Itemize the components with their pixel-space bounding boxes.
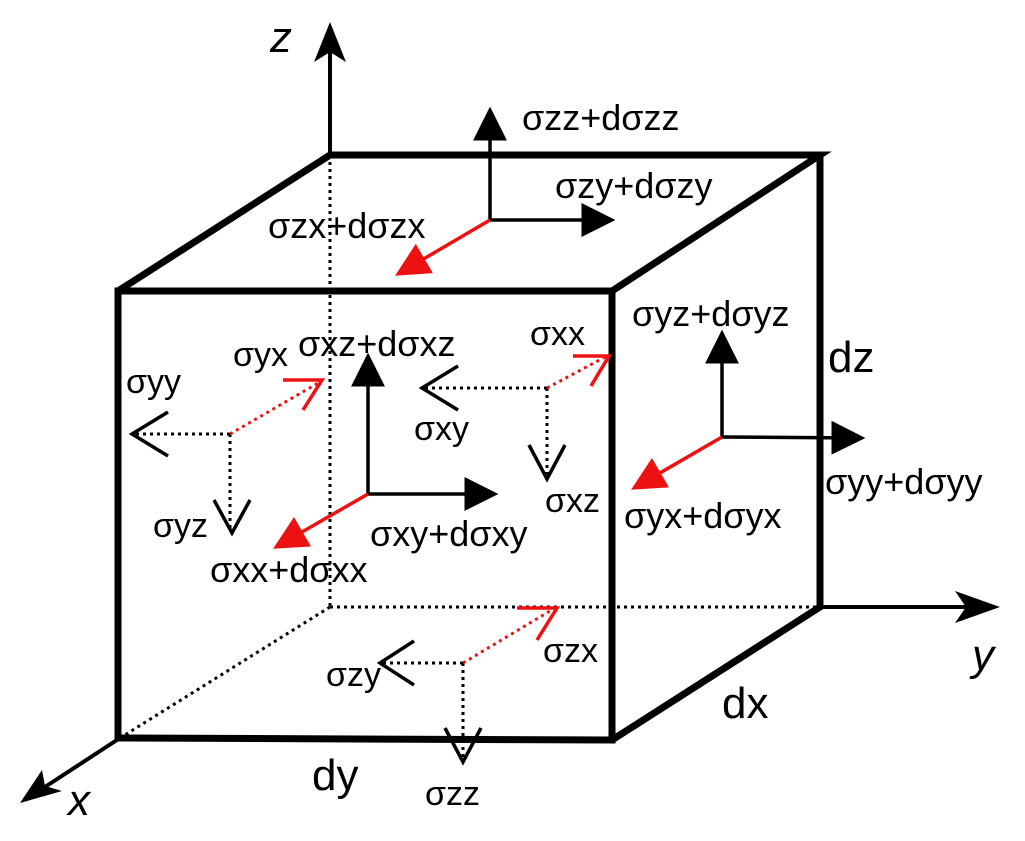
sigma-yy-plus-label: σyy+dσyy	[825, 461, 982, 502]
sigma-zx-label: σzx	[543, 632, 598, 670]
right-face-arrows	[631, 329, 866, 490]
sigma-yx-plus-label: σyx+dσyx	[624, 495, 781, 536]
coordinate-axes	[20, 22, 1000, 803]
sigma-zz-label: σzz	[425, 775, 480, 813]
sigma-xy-label: σxy	[414, 410, 469, 448]
sigma-yy-label: σyy	[126, 363, 181, 401]
sigma-xz-plus-label: σxz+dσxz	[298, 323, 455, 364]
sigma-zz-plus-label: σzz+dσzz	[522, 97, 679, 138]
dx-label: dx	[722, 679, 768, 728]
x-axis-arrowhead	[20, 770, 62, 803]
y-axis-label: y	[969, 631, 997, 680]
right-face-outline	[610, 155, 824, 743]
sigma-zy-label: σzy	[326, 656, 381, 694]
top-face-arrows	[395, 106, 616, 276]
sigma-yz-label: σyz	[153, 507, 208, 545]
hidden-edges	[119, 155, 820, 740]
x-axis-label: x	[66, 776, 92, 825]
dz-label: dz	[828, 333, 874, 382]
sigma-xx-label: σxx	[530, 315, 585, 353]
z-axis-label: z	[269, 13, 292, 62]
back-face-arrows	[418, 354, 613, 483]
cube-edges	[114, 151, 832, 744]
front-face-arrows	[273, 352, 499, 549]
sigma-yx-label: σyx	[233, 336, 288, 374]
sigma-yz-plus-label: σyz+dσyz	[632, 293, 789, 334]
back-left-face-arrows	[128, 378, 326, 537]
sigma-xx-plus-label: σxx+dσxx	[210, 549, 367, 590]
sigma-xy-plus-label: σxy+dσxy	[370, 513, 527, 554]
dy-label: dy	[312, 751, 358, 800]
z-axis-arrowhead	[314, 22, 346, 62]
bottom-face-arrows	[376, 606, 561, 766]
top-face-outline	[116, 151, 832, 294]
sigma-zx-plus-label: σzx+dσzx	[268, 205, 425, 246]
sigma-xz-label: σxz	[545, 482, 600, 520]
sigma-zy-plus-label: σzy+dσzy	[555, 165, 712, 206]
y-axis-arrowhead	[955, 591, 1000, 623]
